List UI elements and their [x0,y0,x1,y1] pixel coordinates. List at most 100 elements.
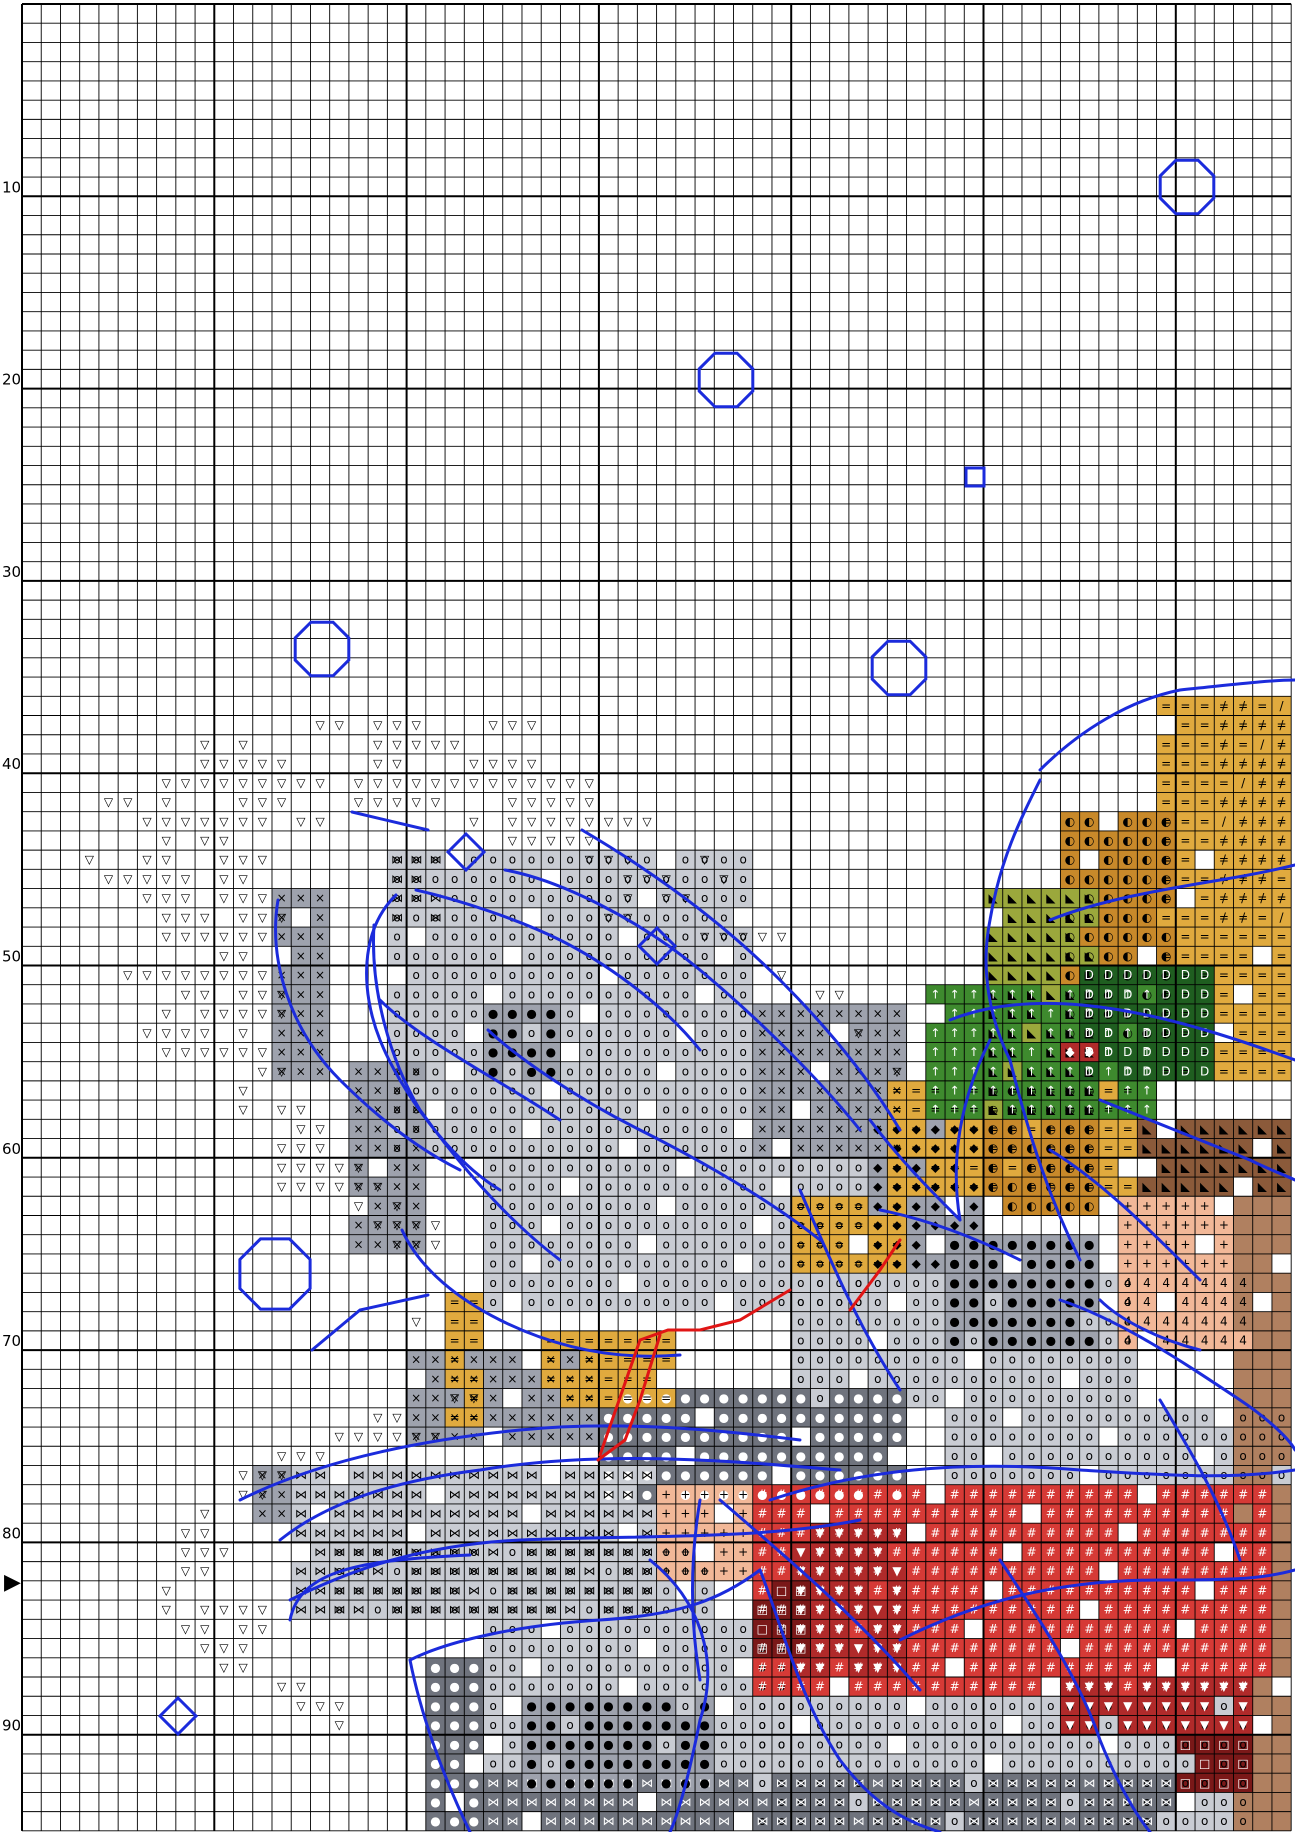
stitch-symbol: o [720,1276,727,1290]
stitch-symbol: o [682,1083,689,1097]
stitch-symbol: o [509,1257,516,1271]
stitch-symbol: ⋈ [718,1814,730,1828]
stitch-cell [1253,1312,1272,1331]
stitch-symbol: o [913,1372,920,1386]
stitch-symbol: ↑ [1065,1064,1075,1078]
stitch-symbol: o [1278,1449,1285,1463]
stitch-symbol: o [701,1603,708,1617]
stitch-symbol: ◆ [969,1199,979,1213]
stitch-symbol: ● [738,1410,748,1424]
stitch-symbol: o [1047,1353,1054,1367]
stitch-symbol: ↑ [1046,1045,1056,1059]
stitch-symbol: = [1200,949,1210,963]
stitch-symbol: × [353,1103,363,1117]
stitch-symbol: ● [449,1660,459,1674]
stitch-symbol: ● [430,1699,440,1713]
stitch-symbol: = [1277,968,1287,982]
stitch-symbol: ● [526,1007,536,1021]
stitch-symbol: o [1163,1757,1170,1771]
stitch-symbol: o [778,1218,785,1232]
stitch-symbol: ⋈ [391,910,403,924]
stitch-symbol: ● [988,1257,998,1271]
stitch-symbol: o [739,968,746,982]
stitch-symbol: o [739,1237,746,1251]
stitch-cell [1272,1735,1291,1754]
stitch-symbol: ⋈ [487,1487,499,1501]
stitch-cell [1253,1389,1272,1408]
stitch-symbol: = [1257,930,1267,944]
stitch-symbol: ⋈ [603,1814,615,1828]
stitch-symbol: o [624,1180,631,1194]
stitch-symbol: ⋈ [833,1814,845,1828]
stitch-symbol: o [509,1545,516,1559]
stitch-symbol: o [586,1218,593,1232]
stitch-symbol: = [1180,757,1190,771]
stitch-symbol: o [624,1045,631,1059]
stitch-symbol: o [913,1391,920,1405]
stitch-symbol: o [1009,1353,1016,1367]
stitch-symbol: o [451,872,458,886]
stitch-symbol: ◐ [1142,930,1152,944]
stitch-symbol: o [489,1257,496,1271]
stitch-symbol: ⋈ [1045,1795,1057,1809]
stitch-symbol: o [509,1641,516,1655]
stitch-symbol: o [489,949,496,963]
stitch-symbol: ⋈ [468,1583,480,1597]
stitch-symbol: ⋈ [295,1564,307,1578]
stitch-symbol: ● [969,1314,979,1328]
stitch-symbol: o [778,1257,785,1271]
stitch-symbol: × [757,1122,767,1136]
stitch-symbol: ● [469,1680,479,1694]
stitch-symbol: ● [449,1757,459,1771]
stitch-cell [1253,1773,1272,1792]
stitch-symbol: o [1047,1391,1054,1405]
stitch-symbol: o [739,949,746,963]
stitch-symbol: o [739,1026,746,1040]
stitch-symbol: o [547,1180,554,1194]
stitch-symbol: ↑ [1065,987,1075,1001]
stitch-symbol: o [643,910,650,924]
stitch-symbol: o [720,1218,727,1232]
stitch-symbol: ⋈ [372,1468,384,1482]
stitch-symbol: ● [469,1795,479,1809]
stitch-symbol: o [547,1641,554,1655]
stitch-symbol: = [1161,757,1171,771]
stitch-symbol: o [663,1680,670,1694]
stitch-symbol: o [989,1391,996,1405]
stitch-symbol: o [989,1295,996,1309]
stitch-symbol: ⋈ [641,1507,653,1521]
stitch-symbol: o [1028,1718,1035,1732]
stitch-symbol: ⋈ [468,1487,480,1501]
stitch-symbol: o [1143,1449,1150,1463]
stitch-symbol: o [913,1737,920,1751]
stitch-symbol: o [951,1718,958,1732]
stitch-symbol: = [1103,1141,1113,1155]
stitch-symbol: o [1066,1449,1073,1463]
stitch-symbol: = [1200,757,1210,771]
stitch-cell [1272,1792,1291,1811]
stitch-symbol: D [1104,1026,1113,1040]
stitch-symbol: o [1009,1449,1016,1463]
stitch-symbol: D [1162,1026,1171,1040]
stitch-symbol: ↑ [1046,1103,1056,1117]
stitch-symbol: = [815,1199,825,1213]
stitch-symbol: o [778,1737,785,1751]
stitch-symbol: o [874,1737,881,1751]
stitch-symbol: o [470,1122,477,1136]
stitch-symbol: o [855,1795,862,1809]
stitch-symbol: ↑ [950,1103,960,1117]
stitch-symbol: o [1047,1468,1054,1482]
stitch-symbol: ⋈ [410,891,422,905]
stitch-symbol: × [296,1064,306,1078]
stitch-symbol: o [605,1545,612,1559]
stitch-symbol: × [257,1507,267,1521]
stitch-symbol: × [353,1064,363,1078]
stitch-symbol: ● [430,1814,440,1828]
stitch-cell [1272,1542,1291,1561]
stitch-symbol: o [528,1180,535,1194]
stitch-symbol: o [682,1622,689,1636]
stitch-symbol: = [1123,1180,1133,1194]
stitch-symbol: = [1123,1141,1133,1155]
stitch-symbol: o [893,1353,900,1367]
